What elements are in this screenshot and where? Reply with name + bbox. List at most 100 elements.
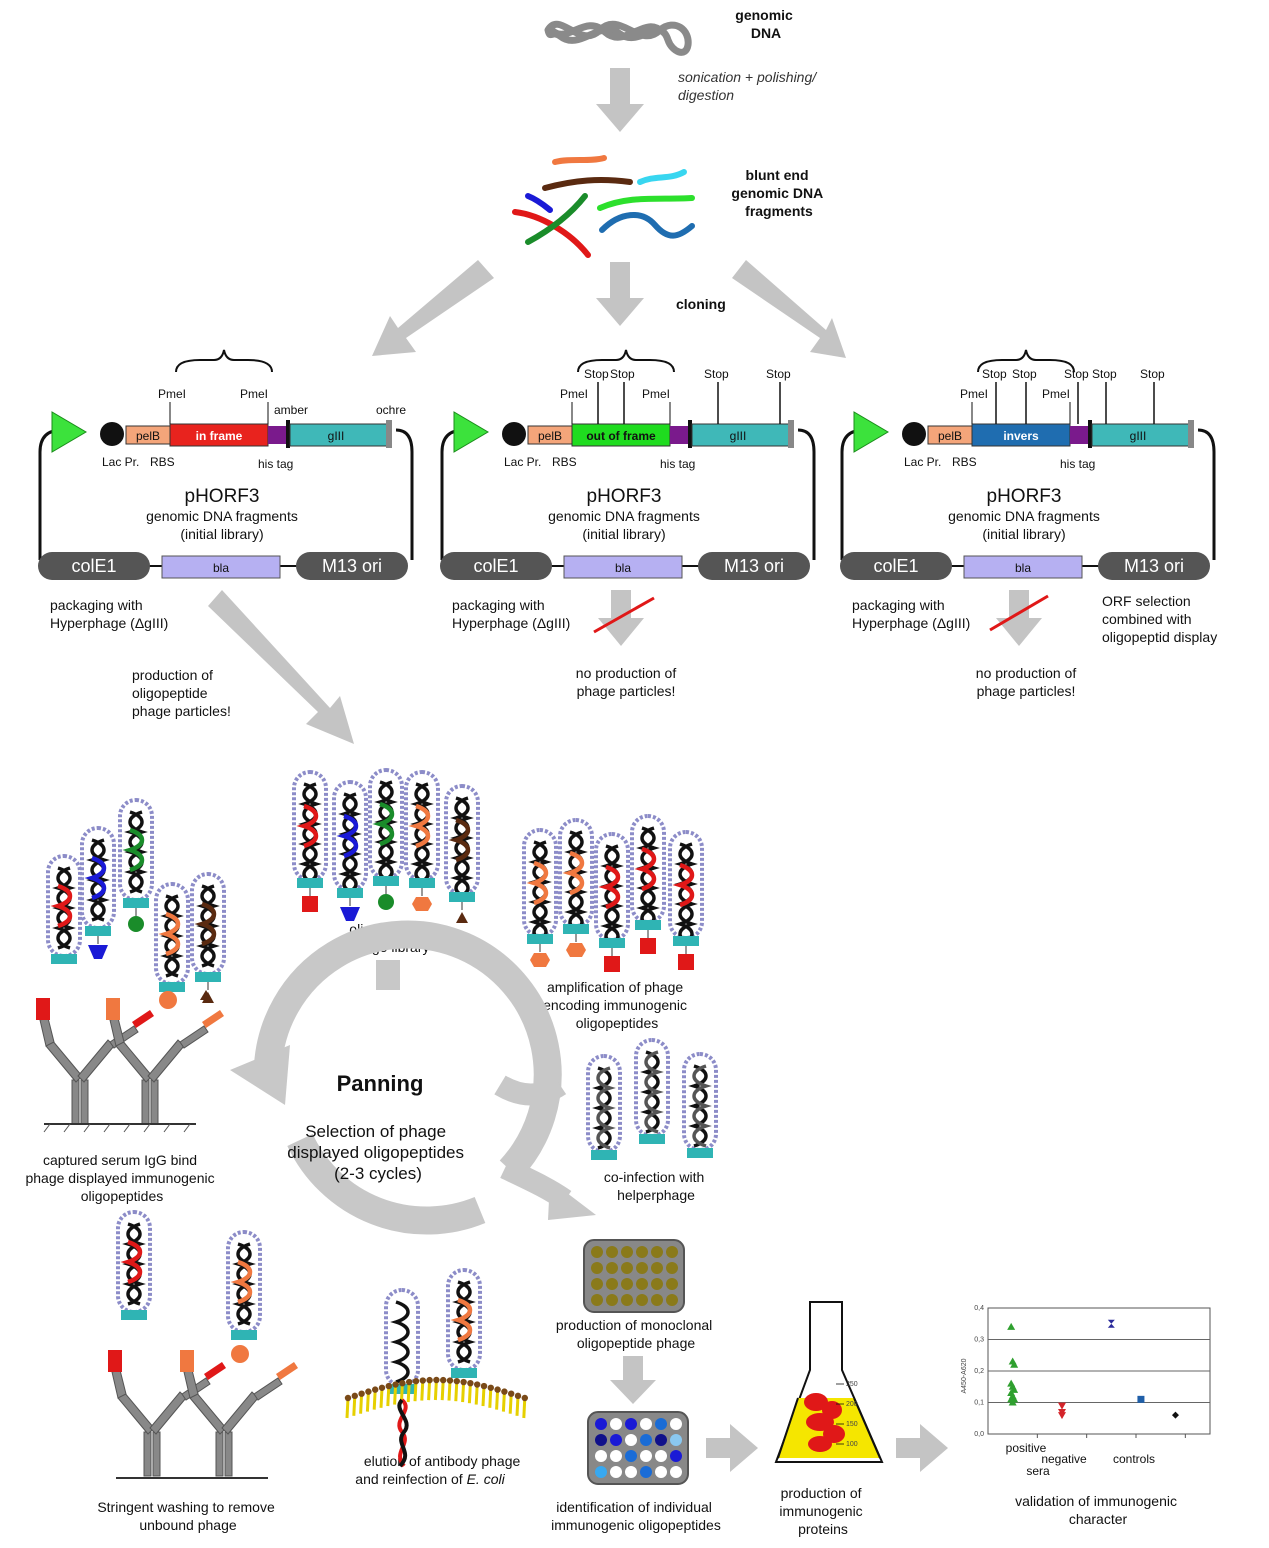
lipid-tail (345, 1397, 350, 1419)
plate-well (655, 1418, 667, 1430)
plate-well (610, 1450, 622, 1462)
lipid-tail (461, 1381, 466, 1403)
lipid-head (433, 1376, 440, 1384)
lipid-head (372, 1386, 379, 1393)
plate-well (625, 1418, 637, 1430)
lipid-head (344, 1394, 352, 1402)
lipid-tail (427, 1380, 432, 1401)
antibody-1 (36, 998, 154, 1125)
phage-dna-strand-2 (56, 866, 76, 950)
amber-label: amber (274, 403, 308, 417)
his-tag-label: his tag (1060, 457, 1095, 471)
g3-label: gIII (328, 429, 345, 443)
plate-well (640, 1466, 652, 1478)
phage-insert (448, 817, 471, 863)
lipid-head (446, 1377, 454, 1384)
stop-label-3: Stop (1064, 367, 1089, 381)
phage-8 (594, 832, 630, 972)
phage-base (121, 1310, 147, 1320)
phage-6 (522, 828, 558, 967)
phage-insert (672, 862, 695, 908)
phage-base (195, 972, 221, 982)
g3-label: gIII (730, 429, 747, 443)
phage-insert (598, 864, 621, 910)
phage-base (123, 898, 149, 908)
packaging-label-2: Hyperphage (ΔgIII) (852, 615, 970, 631)
packaging-label-1: packaging with (452, 597, 545, 613)
lac-label: Lac Pr. (102, 455, 139, 469)
antibody-stem-left (141, 1079, 150, 1125)
lipid-tail (522, 1397, 527, 1419)
vector-desc-2: (initial library) (582, 526, 665, 542)
chart-point-square (1137, 1395, 1145, 1403)
plate-well (606, 1246, 618, 1258)
plate-well (621, 1262, 633, 1274)
stop-label-1: Stop (982, 367, 1007, 381)
phage-insert (194, 901, 217, 947)
chart-ytick-label: 0,4 (974, 1305, 984, 1312)
his-tag-box (268, 426, 288, 444)
antibody-tip-left (108, 1350, 122, 1372)
lipid-head (521, 1394, 528, 1402)
rbs-label: RBS (952, 455, 977, 469)
phage-dna-strand-2 (568, 830, 588, 934)
phage-insert (372, 801, 395, 847)
plate-well (651, 1246, 663, 1258)
stop-label-1: Stop (584, 367, 609, 381)
panning-title: Panning (337, 1071, 424, 1096)
phage-17 (634, 1038, 670, 1144)
phage-base (635, 920, 661, 930)
lipid-head (453, 1377, 460, 1385)
lipid-tail (352, 1395, 357, 1416)
amplification-caption: amplification of phage encoding immunoge… (543, 979, 691, 1031)
ochre-bar (386, 420, 392, 448)
pmel-label-2: PmeI (642, 387, 670, 401)
plate-well (610, 1418, 622, 1430)
antibody-fab-right (179, 1025, 209, 1049)
antibody-arm-right (77, 1039, 115, 1083)
phage-insert (562, 850, 585, 896)
lipid-head (419, 1377, 426, 1384)
antibody-tip-right (132, 1010, 154, 1028)
phage-18 (682, 1052, 718, 1158)
antibody-tip-left (180, 1350, 194, 1372)
antibody-arm-right (149, 1391, 187, 1435)
antibody-stem-right (80, 1079, 89, 1125)
plate-well (591, 1246, 603, 1258)
chart-ytick-label: 0,1 (974, 1400, 984, 1407)
captured-caption: captured serum IgG bind phage displayed … (25, 1152, 218, 1204)
phage-dna-strand-2 (532, 840, 552, 944)
lipid-head (412, 1377, 420, 1385)
packaging-label-2: Hyperphage (ΔgIII) (50, 615, 168, 631)
lipid-head (514, 1392, 522, 1400)
phage-base (687, 1148, 713, 1158)
packaging-label-2: Hyperphage (ΔgIII) (452, 615, 570, 631)
ochre-label: ochre (376, 403, 406, 417)
vector-name: pHORF3 (185, 486, 260, 507)
identification-plate (587, 1411, 689, 1485)
bla-box (161, 555, 281, 579)
chart-ylabel: A450-A620 (961, 1358, 968, 1393)
lipid-tail (501, 1391, 506, 1412)
rbs-label: RBS (552, 455, 577, 469)
chart-ytick-label: 0,3 (974, 1337, 984, 1344)
epitope-trapezoid-icon (340, 907, 360, 921)
stop-label-2: Stop (1012, 367, 1037, 381)
proteins-caption: production of immunogenic proteins (779, 1485, 866, 1537)
down-arrow-1 (596, 68, 644, 132)
plate-well (595, 1434, 607, 1446)
injected-dna-2 (397, 1398, 409, 1468)
panning-subtitle: Selection of phage displayed oligopeptid… (287, 1122, 468, 1183)
lipid-tail (365, 1391, 370, 1412)
phage-dna-strand-2 (414, 782, 434, 886)
bla-box (963, 555, 1083, 579)
vector-desc-2: (initial library) (982, 526, 1065, 542)
down-arrow-2 (596, 262, 644, 326)
bla-label: bla (213, 561, 229, 575)
lipid-head (467, 1379, 474, 1387)
phage-insert (408, 803, 431, 849)
plate-well (666, 1294, 678, 1306)
stop-bar (286, 420, 290, 448)
stop-label-3: Stop (704, 367, 729, 381)
